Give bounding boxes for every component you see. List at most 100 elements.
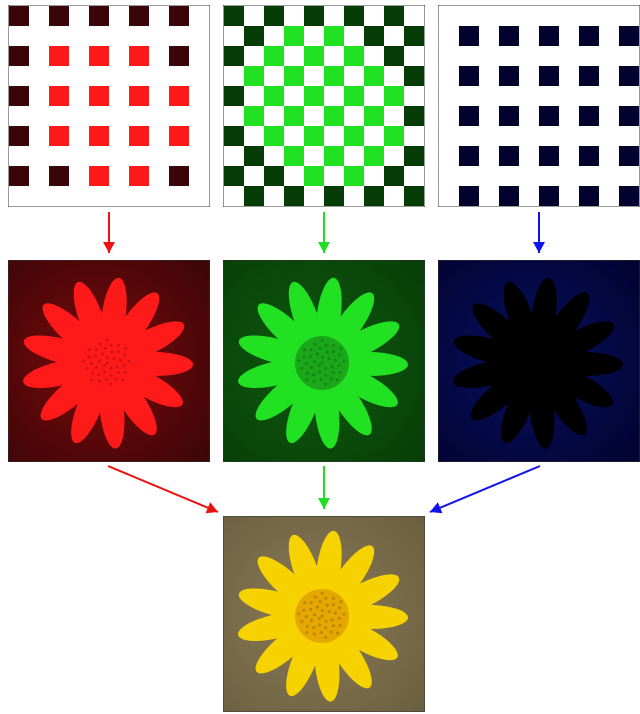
blue-mosaic-cell xyxy=(579,146,599,166)
blue-mosaic-cell xyxy=(499,26,519,46)
red-down-arrow xyxy=(103,212,115,253)
blue-channel-floret xyxy=(521,372,524,375)
combined-floret xyxy=(310,601,313,604)
red-channel-floret xyxy=(124,371,127,374)
combined-floret xyxy=(310,619,313,622)
combined-floret xyxy=(330,618,333,621)
green-mosaic-cell xyxy=(284,66,304,86)
blue-merge-arrow xyxy=(430,466,540,513)
red-mosaic-cell xyxy=(9,166,29,186)
green-mosaic-cell xyxy=(404,66,424,86)
blue-channel-floret xyxy=(512,359,515,362)
red-channel-floret xyxy=(106,356,109,359)
blue-channel-flower xyxy=(438,260,640,462)
green-mosaic-cell xyxy=(244,106,264,126)
red-channel-floret xyxy=(113,357,116,360)
green-channel-floret xyxy=(338,364,341,367)
combined-floret xyxy=(305,615,308,618)
green-channel-floret xyxy=(319,347,322,350)
red-mosaic-cell xyxy=(89,46,109,66)
green-channel-floret xyxy=(332,371,335,374)
red-channel-floret xyxy=(109,344,112,347)
green-mosaic-cell xyxy=(324,66,344,86)
combined-floret xyxy=(338,606,341,609)
green-mosaic-cell xyxy=(304,166,324,186)
red-mosaic-cell xyxy=(169,126,189,146)
green-mosaic-cell xyxy=(384,46,404,66)
red-channel-floret xyxy=(123,353,126,356)
combined-floret xyxy=(321,609,324,612)
green-channel-floret xyxy=(328,357,331,360)
combined-floret xyxy=(339,600,342,603)
green-channel-floret xyxy=(302,356,305,359)
red-channel-floret xyxy=(106,339,109,342)
blue-channel-floret xyxy=(547,344,550,347)
red-mosaic-cell xyxy=(129,166,149,186)
green-mosaic-cell xyxy=(324,186,344,206)
blue-channel-floret xyxy=(528,380,531,383)
combined-floret xyxy=(303,601,306,604)
red-channel-floret xyxy=(110,351,113,354)
green-channel-floret xyxy=(312,373,315,376)
green-mosaic-cell xyxy=(304,86,324,106)
blue-channel-floret xyxy=(547,371,550,374)
green-mosaic-cell xyxy=(364,106,384,126)
combined-floret xyxy=(324,636,327,639)
green-mosaic-cell xyxy=(344,126,364,146)
red-mosaic-cell xyxy=(9,6,29,26)
green-channel-floret xyxy=(324,373,327,376)
combined-floret xyxy=(318,617,321,620)
red-channel-floret xyxy=(94,355,97,358)
green-channel-floret xyxy=(316,352,319,355)
combined-floret xyxy=(313,633,316,636)
blue-mosaic-cell xyxy=(459,186,479,206)
combined-floret xyxy=(313,613,316,616)
red-mosaic-cell xyxy=(89,126,109,146)
green-channel-floret xyxy=(309,355,312,358)
combined-floret xyxy=(324,626,327,629)
blue-channel-floret xyxy=(520,378,523,381)
red-channel-floret xyxy=(109,373,112,376)
red-channel-floret xyxy=(103,370,106,373)
red-channel-floret xyxy=(90,362,93,365)
blue-mosaic-cell xyxy=(539,26,559,46)
green-mosaic-cell xyxy=(364,26,384,46)
blue-channel-floret xyxy=(525,348,528,351)
combined-floret xyxy=(314,595,317,598)
red-mosaic-cell xyxy=(49,86,69,106)
blue-channel-floret xyxy=(536,339,539,342)
blue-mosaic-cell xyxy=(619,186,639,206)
blue-channel-floret xyxy=(515,367,518,370)
green-mosaic-cell xyxy=(244,186,264,206)
blue-channel-floret xyxy=(535,378,538,381)
red-mosaic-cell xyxy=(129,126,149,146)
red-channel-floret xyxy=(103,364,106,367)
blue-channel-floret xyxy=(520,362,523,365)
red-mosaic-cell xyxy=(169,166,189,186)
blue-mosaic-cell xyxy=(459,26,479,46)
combined-floret xyxy=(306,625,309,628)
blue-channel-floret xyxy=(545,365,548,368)
green-mosaic-cell xyxy=(384,86,404,106)
red-channel-floret xyxy=(99,342,102,345)
blue-channel-floret xyxy=(539,344,542,347)
green-channel-floret xyxy=(303,348,306,351)
green-mosaic-cell xyxy=(324,146,344,166)
combined-floret xyxy=(302,609,305,612)
blue-channel-floret xyxy=(517,356,520,359)
green-mosaic-cell xyxy=(264,126,284,146)
red-channel-floret xyxy=(104,347,107,350)
red-channel-floret xyxy=(101,352,104,355)
green-channel-floret xyxy=(310,348,313,351)
blue-channel-floret xyxy=(554,371,557,374)
blue-down-arrow xyxy=(533,212,545,253)
blue-channel-floret xyxy=(518,348,521,351)
combined-floret xyxy=(300,620,303,623)
red-channel-floret xyxy=(97,373,100,376)
red-channel-floret xyxy=(87,356,90,359)
green-mosaic-cell xyxy=(224,6,244,26)
green-mosaic-cell xyxy=(244,26,264,46)
green-mosaic-cell xyxy=(284,146,304,166)
red-mosaic-cell xyxy=(169,86,189,106)
green-channel-floret xyxy=(324,383,327,386)
